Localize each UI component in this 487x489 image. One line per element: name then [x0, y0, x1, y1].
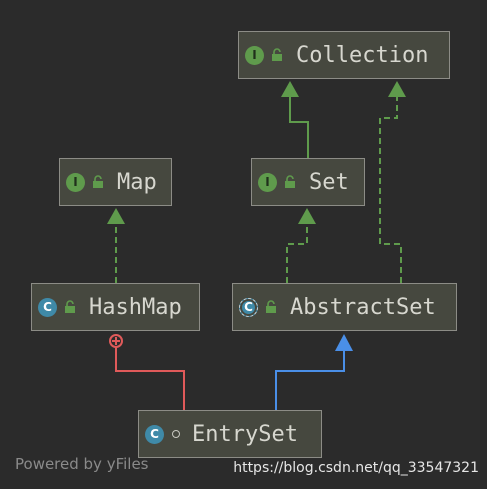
node-collection[interactable]: I Collection [238, 31, 450, 79]
node-set[interactable]: I Set [251, 158, 365, 206]
lock-icon [272, 48, 282, 61]
node-map[interactable]: I Map [59, 158, 172, 206]
edge-abstractset-set [286, 224, 308, 283]
node-abstractset[interactable]: C AbstractSet [232, 283, 457, 331]
edge-set-collection [289, 96, 309, 158]
arrowhead-set [298, 208, 316, 224]
interface-icon: I [245, 45, 264, 65]
lock-icon [93, 175, 103, 188]
node-label: Collection [296, 42, 429, 68]
node-hashmap[interactable]: C HashMap [31, 283, 200, 331]
arrowhead-abstractset [335, 334, 353, 351]
node-label: HashMap [89, 294, 182, 320]
arrowhead-collection-right [388, 81, 406, 97]
interface-icon: I [258, 172, 277, 192]
powered-by-label: Powered by yFiles [15, 455, 149, 473]
package-private-icon [172, 430, 180, 438]
abstract-class-icon: C [239, 297, 258, 317]
node-label: Set [309, 169, 349, 195]
edge-entryset-hashmap [115, 347, 185, 410]
lock-icon [285, 175, 295, 188]
watermark-url: https://blog.csdn.net/qq_33547321 [233, 460, 479, 476]
node-label: Map [117, 169, 157, 195]
edge-entryset-abstractset [275, 350, 345, 410]
interface-icon: I [66, 172, 85, 192]
node-label: EntrySet [192, 421, 298, 447]
class-icon: C [145, 424, 164, 444]
class-icon: C [38, 297, 57, 317]
node-entryset[interactable]: C EntrySet [138, 410, 322, 458]
lock-icon [65, 300, 75, 313]
node-label: AbstractSet [290, 294, 436, 320]
edge-abstractset-collection [379, 96, 402, 283]
arrowhead-collection-left [281, 81, 299, 97]
arrowhead-map [107, 208, 125, 224]
lock-icon [266, 300, 276, 313]
